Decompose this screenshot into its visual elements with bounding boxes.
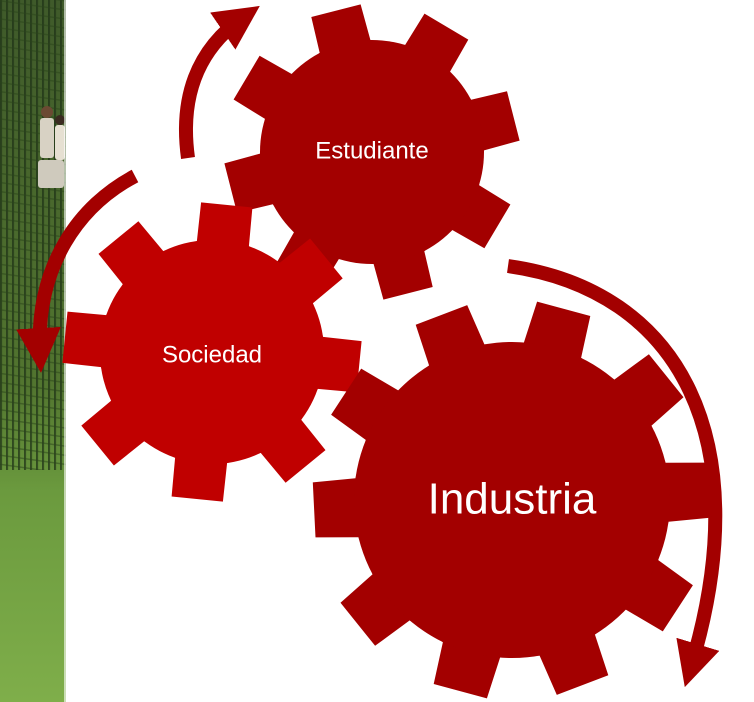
- gear-label-sociedad: Sociedad: [162, 341, 262, 368]
- arrow-industria-around: [507, 259, 723, 688]
- gear-sociedad-body: [100, 240, 324, 464]
- gear-industria: [312, 301, 712, 699]
- gear-industria-body: [354, 342, 670, 658]
- gear-estudiante: [224, 4, 520, 300]
- arrow-estudiante-up: [179, 5, 260, 159]
- gear-label-estudiante: Estudiante: [315, 137, 428, 164]
- arrow-to-left-down: [16, 169, 139, 373]
- gear-sociedad: [62, 202, 362, 502]
- gear-label-industria: Industria: [428, 475, 597, 524]
- gear-estudiante-body: [260, 40, 484, 264]
- people-figures: [38, 106, 65, 188]
